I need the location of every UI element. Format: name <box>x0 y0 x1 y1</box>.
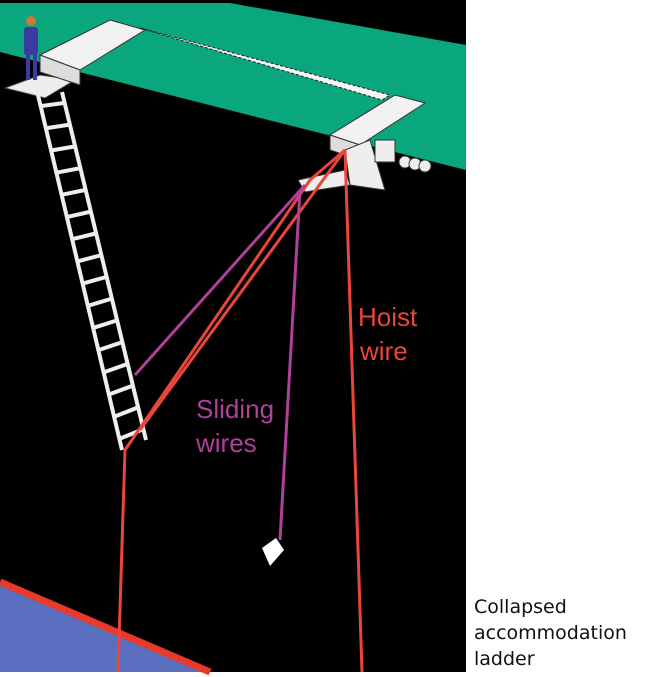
ladder-rung <box>82 274 108 286</box>
ladder-rung <box>97 340 124 353</box>
hoist-label-line1: Hoist <box>358 302 418 332</box>
ladder-rung <box>102 361 129 375</box>
collapsed-ladder <box>36 91 148 451</box>
figure-caption: Collapsed accommodation ladder <box>474 594 627 672</box>
top-platform <box>3 19 392 101</box>
sliding-wire-weight <box>262 538 284 566</box>
ladder-rung <box>87 296 113 308</box>
caption-line: Collapsed <box>474 596 567 618</box>
ladder-rung <box>66 209 92 219</box>
ladder-rung <box>113 405 139 419</box>
ladder-rung <box>40 100 65 109</box>
sliding-label-line2: wires <box>195 428 257 458</box>
sliding-wires <box>133 183 307 541</box>
ladder-rung <box>108 383 134 397</box>
hoist-label-line2: wire <box>359 336 408 366</box>
caption-line: ladder <box>474 648 535 670</box>
ladder-rung <box>92 318 118 330</box>
sliding-label-line1: Sliding <box>196 394 274 424</box>
ladder-rung <box>56 166 81 175</box>
ladder-rung <box>61 187 87 197</box>
ladder-rung <box>50 144 76 153</box>
davit-winch <box>297 94 432 193</box>
caption-line: accommodation <box>474 622 627 644</box>
ladder-rung <box>76 253 102 264</box>
ladder-rung <box>45 122 71 131</box>
waterline <box>0 578 212 676</box>
hoist-wires <box>116 148 364 673</box>
ladder-rung <box>71 231 97 242</box>
person-figure <box>24 16 38 80</box>
